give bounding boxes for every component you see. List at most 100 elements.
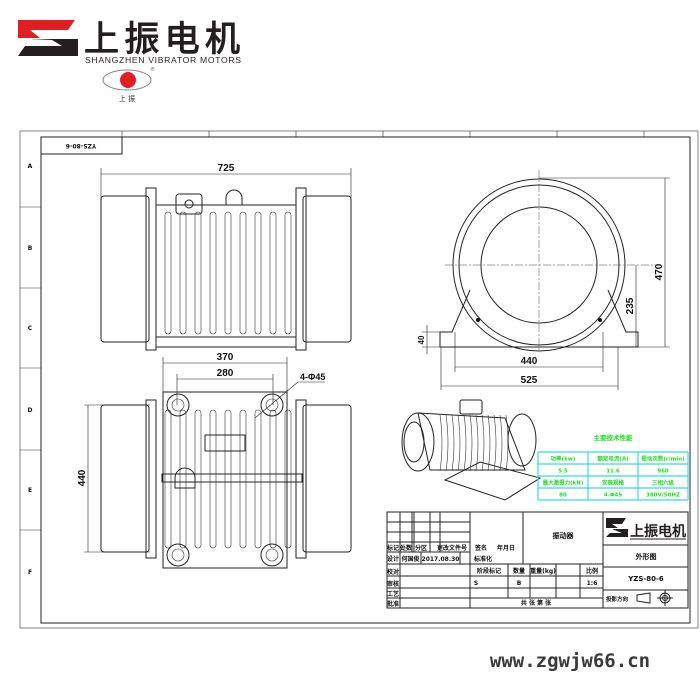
title-block-grid bbox=[387, 511, 688, 608]
title-block-cell: B bbox=[517, 580, 522, 587]
iso-fin bbox=[451, 414, 455, 472]
dim-foot-thickness: 40 bbox=[417, 335, 426, 344]
projection-cone-icon bbox=[636, 592, 651, 604]
end-cap-right bbox=[302, 195, 352, 343]
end-view: 470 235 40 440 525 bbox=[417, 170, 670, 390]
iso-fin bbox=[499, 414, 503, 472]
housing-ring bbox=[458, 184, 620, 346]
end-cap-left bbox=[100, 404, 150, 553]
mount-hole bbox=[166, 543, 190, 567]
dim-height: 470 bbox=[654, 263, 665, 280]
mount-hole bbox=[260, 543, 284, 567]
role-label: 校对 bbox=[387, 568, 399, 576]
iso-end-cap-inner bbox=[403, 421, 425, 463]
junction-box bbox=[174, 467, 196, 489]
bolt-icon bbox=[598, 318, 602, 322]
inner-border bbox=[40, 136, 691, 624]
terminal-box bbox=[175, 193, 203, 215]
dim-mount-inner: 280 bbox=[217, 368, 234, 379]
title-block-cell: 重量(kg) bbox=[530, 567, 556, 575]
iso-fin bbox=[493, 414, 497, 472]
iso-end-cap bbox=[401, 412, 435, 472]
emblem-registered: ® bbox=[150, 66, 155, 73]
dim-length: 725 bbox=[218, 163, 235, 174]
mount-hole-inner bbox=[171, 398, 185, 412]
spec-cell: 最大激振力(kN) bbox=[543, 479, 584, 487]
cooling-fin bbox=[284, 211, 292, 335]
flange-left bbox=[145, 399, 157, 559]
outer-border bbox=[19, 130, 699, 629]
spec-cell: 80 bbox=[559, 493, 567, 499]
cooling-fins bbox=[164, 409, 292, 549]
projection-label: 投影方向 bbox=[606, 595, 629, 603]
cooling-fin bbox=[179, 211, 187, 335]
logo-mark-red bbox=[18, 20, 75, 38]
cooling-fin bbox=[284, 409, 292, 549]
mount-hole bbox=[260, 393, 284, 417]
iso-fins bbox=[439, 414, 509, 472]
dim-base-width: 525 bbox=[521, 375, 538, 386]
emblem-icon bbox=[102, 69, 152, 91]
spec-cell: 11.6 bbox=[606, 469, 620, 475]
cooling-fins bbox=[164, 211, 292, 335]
title-block-cell: 比例 bbox=[586, 567, 598, 575]
spec-cell: 4-Φ45 bbox=[604, 493, 623, 499]
drawing-number: YZS-80-6 bbox=[627, 575, 664, 583]
emblem-core-icon bbox=[120, 72, 136, 88]
spec-grid bbox=[537, 451, 689, 501]
iso-fin bbox=[445, 414, 449, 472]
title-block-cell: 处数 bbox=[399, 544, 413, 552]
flange-right bbox=[295, 399, 307, 559]
flange-right bbox=[295, 187, 307, 351]
title-block-cell: 数量 bbox=[513, 567, 525, 575]
cooling-fin bbox=[209, 211, 217, 335]
iso-fin bbox=[481, 414, 485, 472]
title-block-cell: 2017.08.30 bbox=[422, 556, 460, 563]
cooling-fin bbox=[179, 409, 187, 549]
tie-rod bbox=[161, 473, 303, 483]
role-label: 审核 bbox=[387, 580, 399, 588]
mount-holes bbox=[166, 393, 284, 567]
spec-table-title: 主要技术性能 bbox=[594, 433, 634, 442]
title-block-cell: 设计 bbox=[387, 555, 399, 563]
terminal-block bbox=[204, 434, 246, 452]
title-block-cell: 标准化 bbox=[473, 555, 492, 563]
cooling-fin bbox=[254, 409, 262, 549]
spec-cell: 5.5 bbox=[558, 469, 568, 475]
cooling-fin bbox=[209, 409, 217, 549]
dim-mount-outer: 370 bbox=[217, 352, 234, 363]
corner-label-box bbox=[40, 136, 123, 155]
dim-foot-span: 440 bbox=[521, 356, 538, 367]
spec-cell: 安装规格 bbox=[602, 479, 625, 487]
dim-holes: 4-Φ45 bbox=[300, 372, 325, 382]
cooling-fin bbox=[254, 211, 262, 335]
cooling-fin bbox=[164, 211, 172, 335]
cooling-fin bbox=[269, 211, 277, 335]
logo-mark-black bbox=[18, 39, 78, 56]
cooling-fin bbox=[164, 409, 172, 549]
title-block-cell: 阶段标记 bbox=[477, 567, 501, 575]
flange-left bbox=[145, 187, 157, 351]
side-view: 725 bbox=[100, 163, 352, 351]
iso-end-cap-right bbox=[507, 413, 537, 467]
iso-fin bbox=[439, 414, 443, 472]
motor-body bbox=[155, 204, 297, 338]
iso-fin bbox=[463, 414, 467, 472]
title-block-cell: 标记 bbox=[386, 544, 399, 552]
zone-letter: E bbox=[28, 487, 32, 494]
cooling-fin bbox=[224, 211, 232, 335]
cooling-fin bbox=[224, 409, 232, 549]
role-label: 工艺 bbox=[387, 590, 399, 598]
cooling-fin bbox=[239, 409, 247, 549]
product-name: 振动器 bbox=[553, 531, 575, 540]
base-frame bbox=[162, 391, 288, 569]
title-logo-icon bbox=[606, 518, 626, 528]
sheet-count: 共 张 第 张 bbox=[521, 599, 552, 607]
spec-cell: 960 bbox=[657, 469, 669, 475]
title-brand: 上振电机 bbox=[630, 523, 686, 540]
end-cover bbox=[480, 206, 598, 324]
iso-fin bbox=[487, 414, 491, 472]
title-logo-icon-lower bbox=[606, 529, 628, 537]
drawing-name: 外形图 bbox=[636, 552, 657, 561]
